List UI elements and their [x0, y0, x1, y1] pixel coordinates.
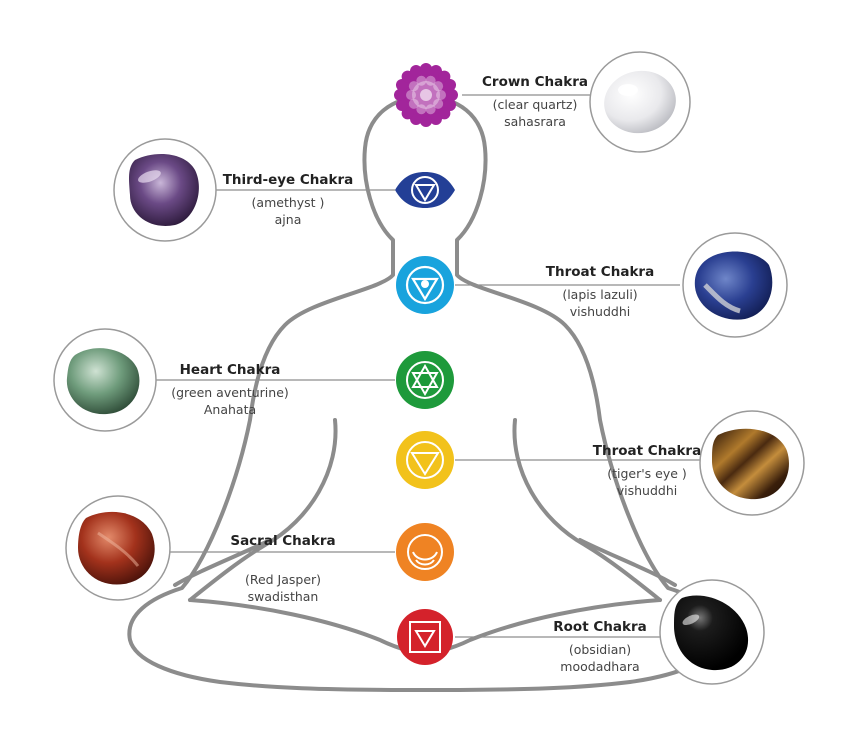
sanskrit-name: moodadhara	[560, 659, 640, 674]
stone-name: (tiger's eye )	[607, 466, 687, 481]
crown-petal	[446, 89, 458, 101]
throat-chakra-label: Throat Chakra (lapis lazuli) vishuddhi	[530, 264, 670, 320]
root-chakra-label: Root Chakra (obsidian) moodadhara	[535, 619, 665, 675]
crown-inner-petal	[436, 90, 446, 100]
crown-petal	[401, 107, 414, 120]
chakra-title: Crown Chakra	[482, 74, 588, 90]
crown-inner-petal	[408, 98, 419, 109]
stone-name: (green aventurine)	[171, 385, 289, 400]
crown-petal	[444, 79, 457, 92]
crown-inner-petal	[416, 75, 427, 86]
crown-petal	[410, 64, 423, 77]
heart-chakra-icon	[396, 351, 454, 409]
stone-name: (obsidian)	[568, 642, 632, 657]
sacral-chakra-icon	[396, 523, 454, 581]
sanskrit-name: vishuddhi	[616, 483, 678, 498]
chakra-title: Throat Chakra	[545, 264, 655, 280]
chakra-title: Root Chakra	[553, 619, 647, 635]
stone-name: (clear quartz)	[492, 97, 578, 112]
sanskrit-name: swadisthan	[247, 589, 319, 604]
clear-quartz-stone	[589, 51, 691, 153]
crown-inner-petal	[433, 81, 444, 92]
third-eye-chakra-icon	[395, 172, 455, 208]
sacral-chakra-label: Sacral Chakra (Red Jasper) swadisthan	[218, 533, 348, 605]
chakra-title: Heart Chakra	[179, 362, 281, 378]
obsidian-stone	[659, 579, 765, 685]
chakra-title: Throat Chakra	[592, 443, 702, 459]
throat-chakra-icon	[396, 256, 454, 314]
crown-inner-petal	[416, 104, 427, 115]
crown-petal	[429, 64, 442, 77]
crown-inner-petal	[425, 104, 436, 115]
crown-chakra-icon	[394, 63, 458, 127]
tigers-eye-stone	[699, 410, 805, 516]
heart-chakra-label: Heart Chakra (green aventurine) Anahata	[160, 362, 300, 418]
crown-petal	[429, 113, 442, 126]
stone-name: (amethyst )	[251, 195, 325, 210]
lapis-lazuli-stone	[682, 232, 788, 338]
crown-petal	[420, 115, 432, 127]
solar-plexus-chakra-label: Throat Chakra (tiger's eye ) vishuddhi	[582, 443, 712, 499]
crown-petal	[438, 70, 451, 83]
chakra-title: Sacral Chakra	[230, 533, 336, 549]
sanskrit-name: vishuddhi	[569, 304, 631, 319]
crown-inner-petal	[433, 98, 444, 109]
solar-plexus-chakra-icon	[396, 431, 454, 489]
crown-petal	[444, 98, 457, 111]
red-jasper-stone	[65, 495, 171, 601]
crown-inner-petal	[406, 90, 416, 100]
stone-name: (Red Jasper)	[244, 572, 322, 587]
sanskrit-name: ajna	[274, 212, 302, 227]
crown-petal	[395, 79, 408, 92]
stone-name: (lapis lazuli)	[562, 287, 638, 302]
sanskrit-name: Anahata	[203, 402, 257, 417]
crown-petal	[401, 70, 414, 83]
crown-inner-petal	[408, 81, 419, 92]
crown-petal	[395, 98, 408, 111]
crown-petal	[394, 89, 406, 101]
crown-inner-petal	[425, 75, 436, 86]
green-aventurine-stone	[53, 328, 157, 432]
sanskrit-name: sahasrara	[504, 114, 566, 129]
crown-chakra-label: Crown Chakra (clear quartz) sahasrara	[470, 74, 600, 130]
chakra-title: Third-eye Chakra	[222, 172, 354, 188]
crown-petal	[438, 107, 451, 120]
crown-petal	[420, 63, 432, 75]
third-eye-chakra-label: Third-eye Chakra (amethyst ) ajna	[218, 172, 358, 228]
root-chakra-icon	[397, 609, 453, 665]
amethyst-stone	[113, 138, 217, 242]
connector-lines	[150, 94, 700, 638]
crown-petal	[410, 113, 423, 126]
